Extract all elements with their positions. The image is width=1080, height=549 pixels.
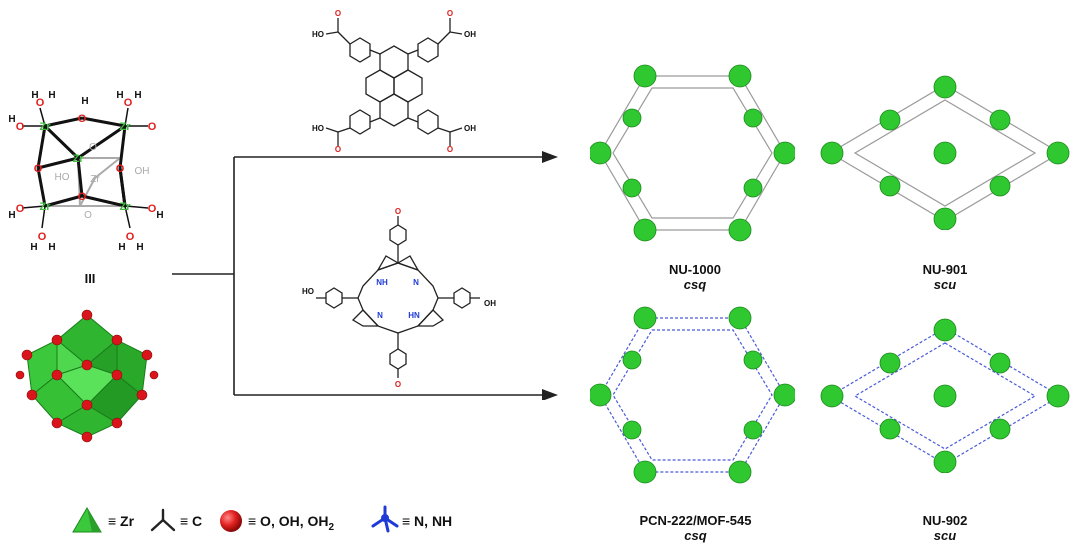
carbon-legend-icon [150,508,176,532]
zr6-polyhedral-model [15,309,159,443]
nitrogen-legend-icon [371,505,399,533]
legend-n-text: ≡ N, NH [402,513,453,529]
h-atom-label: H [134,90,141,101]
oh-label: OH [484,299,496,308]
nh-label: NH [376,278,388,287]
h-atom-label: H [30,242,37,253]
o-atom-label: O [36,97,45,109]
o-atom-label: O [16,203,25,215]
h-atom-label: H [8,210,15,221]
o-label: O [395,208,401,216]
h-atom-label: H [81,96,88,107]
nu901-framework-image [820,75,1070,230]
o-atom-label: O [34,163,43,175]
arrow-head-bottom [542,389,558,400]
reaction-arrows [172,151,558,400]
legend-o-text: ≡ O, OH, OH2 [248,512,334,537]
framework-name-nu1000: NU-1000 [668,262,722,277]
o-atom-label: O [38,231,47,243]
o-label: O [395,380,401,389]
h-atom-label: H [31,90,38,101]
ho-back-label: HO [55,172,70,183]
nu1000-framework-image [590,64,795,242]
o-atom-label: O [78,113,87,125]
hn-label: HN [408,311,420,320]
n-label: N [377,311,383,320]
framework-name-nu902: NU-902 [922,513,968,528]
ho-label: HO [312,124,324,133]
h-atom-label: H [136,242,143,253]
o-back-label: O [89,142,97,153]
framework-name-nu901: NU-901 [922,262,968,277]
legend-o-subscript: 2 [328,521,335,533]
topology-nu1000: csq [683,277,707,292]
h-atom-label: H [116,90,123,101]
o-label: O [335,9,341,18]
o-back-label: O [84,210,92,221]
zr-atom-label: Zr [73,153,85,165]
framework-name-pcn222: PCN-222/MOF-545 [639,513,752,528]
zr-back-label: Zr [90,174,100,185]
ho-label: HO [302,287,314,296]
o-label: O [335,145,341,152]
oh-label: OH [464,124,476,133]
o-atom-label: O [148,121,157,133]
o-atom-label: O [116,163,125,175]
zr-atom-label: Zr [40,201,52,213]
topology-nu902: scu [933,528,957,543]
h-atom-label: H [118,242,125,253]
h-atom-label: H [48,90,55,101]
o-label: O [447,145,453,152]
zr-atom-label: Zr [120,121,132,133]
topology-nu901: scu [933,277,957,292]
o-atom-label: O [148,203,157,215]
topology-pcn222: csq [684,528,707,543]
legend-c-text: ≡ C [180,513,203,529]
zr6-cluster-structure: Zr Zr Zr Zr Zr O O O O O O O O O O O O H… [8,90,163,253]
nu902-framework-image [820,318,1070,473]
h-atom-label: H [48,242,55,253]
pyrene-linker-structure: O HO O OH HO O OH O [312,9,476,152]
o-atom-label: O [16,121,25,133]
pcn222-framework-image [590,306,795,484]
h-atom-label: H [156,210,163,221]
oh-back-label: OH [135,166,150,177]
legend-zr-text: ≡ Zr [108,513,135,529]
oxygen-legend-icon [220,510,242,532]
n-label: N [413,278,419,287]
porphyrin-linker-structure: NH N N HN O O HO OH [302,208,496,389]
o-atom-label: O [124,97,133,109]
o-label: O [447,9,453,18]
oh-label: OH [464,30,476,39]
legend-o-main: ≡ O, OH, OH [248,513,329,529]
cluster-label: III [84,271,96,286]
ho-label: HO [312,30,324,39]
zr-polyhedron-legend-icon [72,507,102,533]
arrow-head-top [542,151,558,163]
zr-atom-label: Zr [120,201,132,213]
h-atom-label: H [8,114,15,125]
o-atom-label: O [78,191,87,203]
zr-atom-label: Zr [40,121,52,133]
o-atom-label: O [126,231,135,243]
